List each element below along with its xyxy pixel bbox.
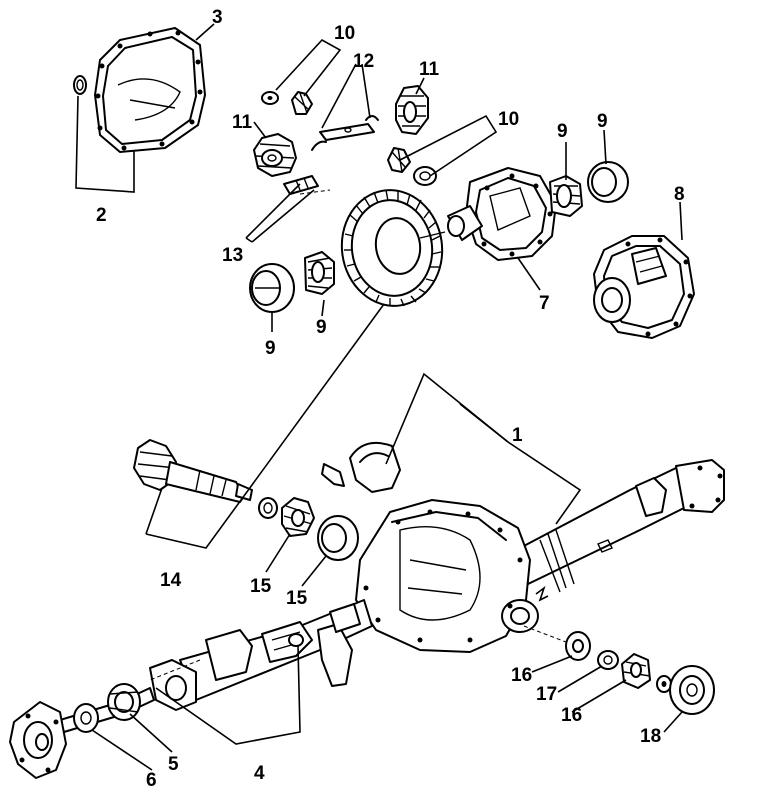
pinion-washer-mid [413, 166, 437, 186]
callout-11-left: 11 [232, 112, 253, 133]
axle-retainer-17 [597, 650, 619, 670]
callout-16-a: 16 [511, 665, 532, 686]
differential-cover [94, 27, 206, 153]
bearing-cup-left [249, 263, 295, 313]
pinion-bearing-cup [317, 515, 359, 561]
callout-17: 17 [536, 684, 557, 705]
callout-12: 12 [353, 51, 374, 72]
callout-13: 13 [222, 245, 243, 266]
callout-10-top: 10 [334, 23, 355, 44]
axle-housing [149, 459, 725, 711]
washer-18 [656, 675, 672, 693]
callout-1: 1 [512, 425, 523, 446]
pinion-bearing [281, 497, 315, 537]
callout-18: 18 [640, 726, 661, 747]
axle-bearing-16 [621, 653, 651, 689]
axle-wheel-bearing [107, 683, 141, 721]
callout-10-right: 10 [498, 109, 519, 130]
pinion-shaft [319, 123, 375, 141]
callout-9-right-b: 9 [597, 111, 608, 132]
bearing-cup-right [587, 161, 629, 203]
axle-bearing-retainer [73, 703, 99, 733]
pinion-gear-mid [387, 147, 411, 173]
pinion-washer [258, 497, 278, 519]
callout-14: 14 [160, 570, 182, 591]
callout-2: 2 [96, 205, 107, 226]
leader-lines [75, 23, 683, 771]
callout-9-left-b: 9 [265, 338, 276, 359]
pinion-gear-small [291, 91, 313, 115]
callout-9-right-a: 9 [557, 121, 568, 142]
axle-flange [9, 701, 67, 779]
callout-8: 8 [674, 184, 685, 205]
thrust-washers [311, 115, 379, 151]
side-gear-washer [261, 91, 279, 105]
callout-15-a: 15 [250, 576, 272, 597]
axle-seal-16 [565, 631, 591, 661]
ring-gear [340, 189, 446, 307]
assembly-axis-lines [149, 189, 567, 681]
callout-7: 7 [539, 293, 550, 314]
callout-16-b: 16 [561, 705, 582, 726]
bearing-cap [321, 442, 401, 493]
drain-plug [73, 75, 87, 95]
drive-pinion [133, 439, 253, 503]
bearing-cone-right [549, 175, 583, 217]
side-gear-right [395, 85, 429, 135]
callout-9-left-a: 9 [316, 317, 327, 338]
side-gear-left [253, 133, 297, 177]
callout-15-b: 15 [286, 588, 308, 609]
callout-4: 4 [254, 763, 265, 784]
wheel-bearing-18 [669, 665, 715, 715]
callout-3: 3 [212, 7, 223, 28]
callout-11-right: 11 [419, 59, 440, 80]
differential-assembly [593, 235, 695, 339]
callout-labels: 1 2 3 4 5 6 7 8 9 9 9 9 10 10 11 11 12 1… [96, 7, 685, 790]
differential-case [447, 167, 557, 261]
callout-5: 5 [168, 754, 179, 775]
bearing-cone-left [304, 251, 335, 295]
callout-6: 6 [146, 770, 157, 790]
